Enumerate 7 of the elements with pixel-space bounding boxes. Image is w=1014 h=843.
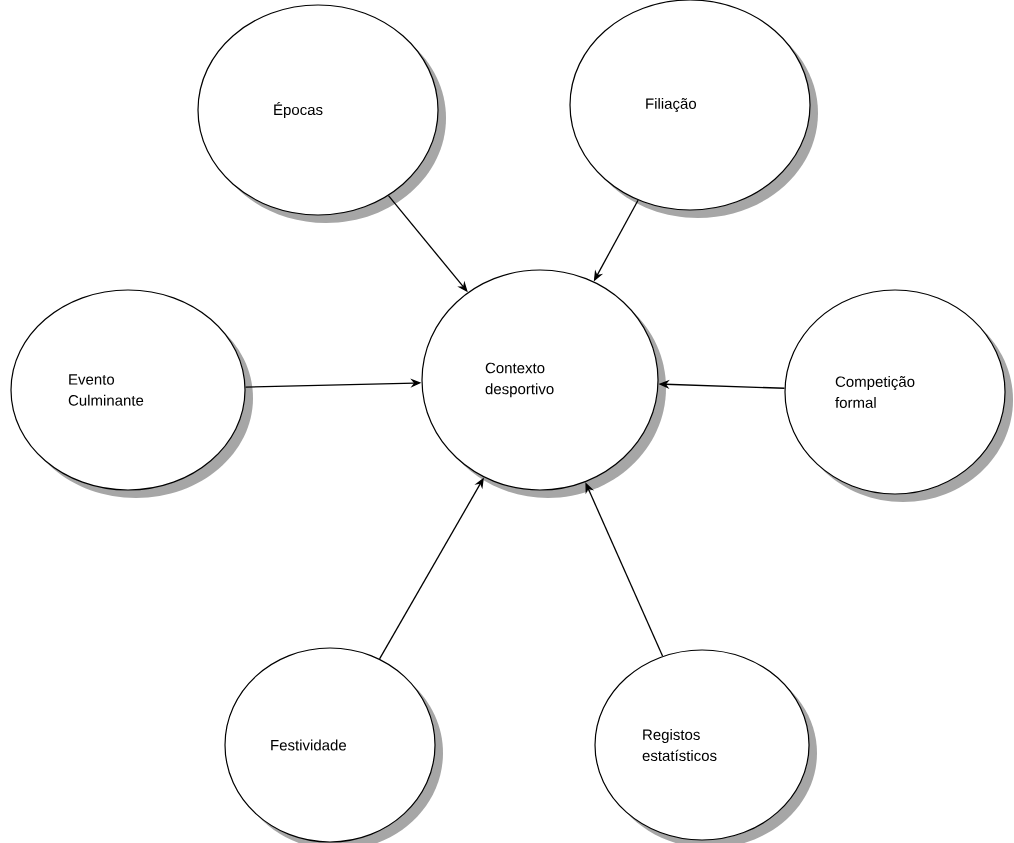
ellipse-node: Festividade — [224, 647, 443, 843]
ellipse-node: Evento Culminante — [10, 289, 253, 498]
ellipse-node: Filiação — [569, 0, 818, 218]
ellipse-node: Épocas — [197, 4, 446, 223]
ellipse-node: Contexto desportivo — [421, 269, 666, 498]
ellipse-node: Registos estatísticos — [594, 649, 817, 843]
ellipse-node: Competição formal — [784, 289, 1013, 502]
